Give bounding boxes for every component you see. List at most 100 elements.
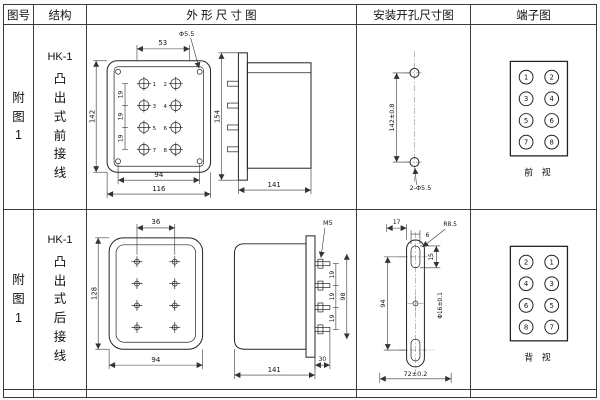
model-name: HK-1 [47,233,73,246]
bottom-strip-cell [471,390,596,397]
header-label: 图号 [7,9,30,22]
dim-case-width: 94 [151,356,160,364]
header-label: 端子图 [516,9,551,22]
model-name: HK-1 [47,51,73,64]
side-view-drawing [233,235,331,358]
mounting-drawing-cell: 17 6 15 R8.5 94 72±0.2 Φ16±0.1 [357,210,471,390]
dim-stud-zone-height: 98 [339,292,347,300]
terminal-circle [544,254,560,270]
terminal-diagram-cell: 2 1 4 3 6 5 8 7 背 视 [471,210,596,390]
terminal-number: 6 [550,117,554,125]
dim-side-height: 154 [214,109,222,123]
terminal-number: 5 [153,126,156,132]
view-label: 前 视 [524,167,553,179]
terminal-circle [544,113,560,128]
front-view-drawing: 1 2 3 4 5 6 7 8 [106,60,212,173]
terminal-number: 7 [524,139,528,147]
outline-drawing: 1 2 3 4 5 6 7 8 53 Φ5.5 [89,30,312,199]
fig-number-text: 附图1 [12,90,25,143]
terminal-number: 8 [524,324,528,332]
dim-slot-length: 15 [428,253,435,261]
dim-stud-length: 30 [319,356,327,363]
terminal-circle [518,69,534,85]
dim-hole-span: 94 [154,171,163,179]
dim-pitch: 19 [118,134,125,142]
mounting-hole [409,67,420,78]
cutout-strip [406,239,425,368]
mounting-slot [410,338,421,362]
terminal-number: 1 [153,82,156,88]
hole-callout: Φ16±0.1 [437,292,444,319]
terminal-number: 8 [550,139,554,147]
rear-view-drawing [108,237,204,350]
terminal-circle [518,91,534,107]
spec-table: 图号 结构 外 形 尺 寸 图 安装开孔尺寸图 端子图 附图1 HK-1 凸出式… [3,4,597,398]
dim-hole-spacing: 142±0.8 [388,104,396,132]
side-view-drawing [227,52,312,181]
bottom-strip-cell [4,390,34,397]
terminal-number: 6 [164,126,168,132]
terminal-circle [518,319,534,335]
bottom-strip-cell [357,390,471,397]
col-header-terminal-diagram: 端子图 [471,5,596,25]
terminal-number: 4 [164,104,168,110]
col-header-structure: 结构 [34,5,87,25]
dim-pitch: 19 [118,91,125,99]
header-label: 结构 [48,9,72,22]
terminal-number: 4 [550,95,554,103]
mounting-hole [409,157,420,168]
dim-slot-width: 6 [425,232,429,239]
mounting-slot [410,245,421,269]
terminal-diagram: 2 1 4 3 6 5 8 7 背 视 [509,245,569,364]
terminal-number: 3 [524,95,528,103]
rear-view-dimensions: 36 128 94 [91,218,203,370]
terminal-circle [518,113,534,128]
col-header-mounting-holes: 安装开孔尺寸图 [357,5,471,25]
terminal-number: 4 [524,280,528,288]
terminal-circle [518,254,534,270]
col-header-fig-number: 图号 [4,5,34,25]
structure-text: 凸出式前接线 [53,72,67,180]
terminal-number: 2 [524,259,528,267]
terminal-circle [544,298,560,313]
bottom-strip-cell [34,390,87,397]
terminal-number: 7 [550,324,554,332]
terminal-number: 3 [153,104,157,110]
center-hole [412,300,419,307]
fig-number-text: 附图1 [12,273,25,325]
terminal-number: 7 [153,148,157,154]
header-label: 外 形 尺 寸 图 [186,9,257,22]
mounting-hole-drawing: 142±0.8 2-Φ5.5 [388,51,432,192]
hole-callout: 2-Φ5.5 [410,184,432,192]
dim-stud-span: 36 [151,218,160,226]
terminal-circle [518,298,534,313]
dim-case-height: 128 [91,287,99,300]
terminal-number: 2 [550,74,554,82]
dim-side-depth: 141 [268,181,281,189]
front-view-dimensions: 53 Φ5.5 142 19 19 19 94 [89,30,211,199]
terminal-number: 3 [550,280,554,288]
fig-number-cell: 附图1 [4,210,34,390]
screw-thread-callout: M5 [323,219,333,227]
terminal-circle [544,91,560,107]
terminal-circle [544,69,560,85]
terminal-number: 5 [550,302,554,310]
terminal-diagram: 1 2 3 4 5 6 7 8 前 视 [509,60,569,179]
terminal-number: 1 [550,259,554,267]
mounting-drawing-cell: 142±0.8 2-Φ5.5 [357,25,471,210]
dim-pitch: 19 [329,293,336,301]
bottom-strip-cell [87,390,357,397]
dim-side-depth: 141 [268,366,281,374]
outline-drawing-cell: 1 2 3 4 5 6 7 8 53 Φ5.5 [87,25,357,210]
terminal-number: 5 [524,117,528,125]
terminal-block-outline [509,60,569,157]
outline-drawing-cell: 36 128 94 M5 [87,210,357,390]
terminal-circle [518,276,534,292]
dim-overall-height: 142 [89,110,97,123]
terminal-block-outline [509,245,569,342]
col-header-outline-dims: 外 形 尺 寸 图 [87,5,357,25]
terminal-circle [518,134,534,150]
terminal-circle [544,134,560,150]
terminal-circle [544,276,560,292]
